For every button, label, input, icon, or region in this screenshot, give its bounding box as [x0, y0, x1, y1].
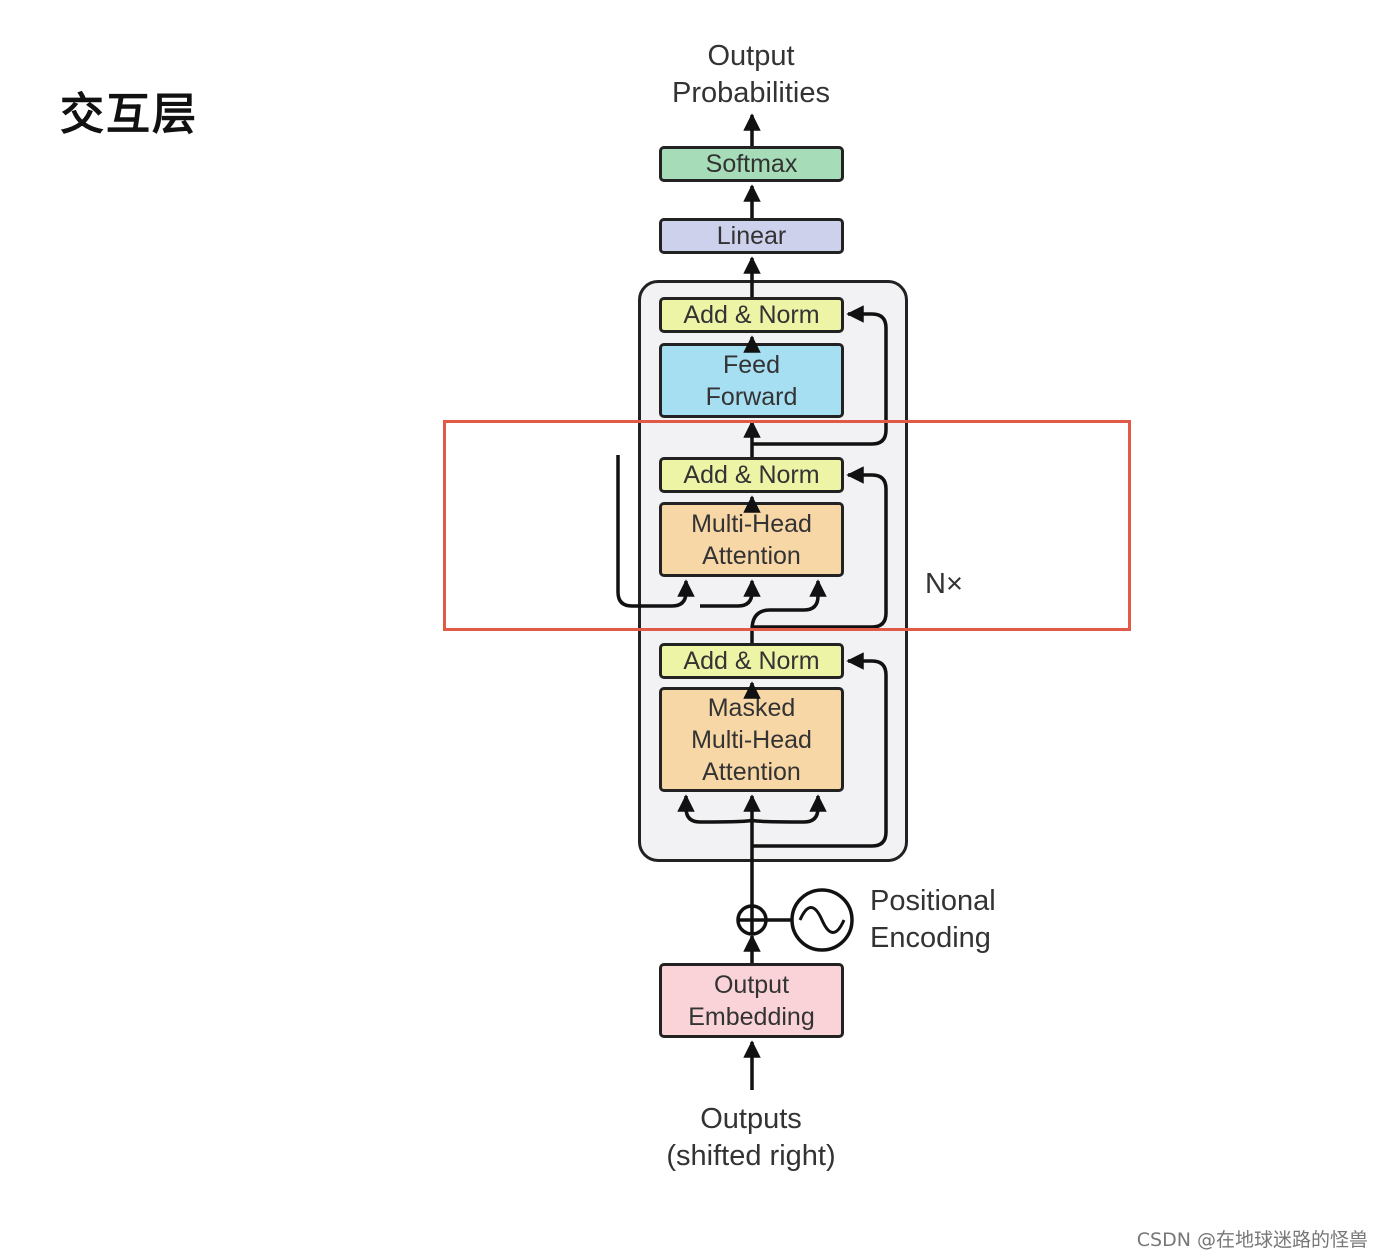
residual-top [752, 305, 888, 446]
add-norm-block-top: Add & Norm [659, 297, 844, 333]
block-label-line: Add & Norm [683, 301, 820, 329]
block-label-line: Forward [705, 382, 798, 411]
nx-label: N× [925, 568, 963, 600]
residual-mid [752, 466, 888, 629]
outputs-shifted-right-label: Outputs (shifted right) [666, 1103, 836, 1172]
block-label-line: Attention [702, 541, 801, 570]
add-norm-block-mid: Add & Norm [659, 457, 844, 493]
block-label-line: Multi-Head [691, 509, 812, 538]
page-title: 交互层 [60, 89, 198, 140]
block-label-line: Add & Norm [683, 461, 820, 489]
block-label-line: Embedding [688, 1002, 815, 1031]
block-label-line: Attention [702, 757, 801, 786]
encoder-branch-2 [700, 579, 761, 608]
block-label-line: Multi-Head [691, 725, 812, 754]
add-norm-block-low: Add & Norm [659, 643, 844, 679]
encoder-branch [616, 455, 695, 608]
block-label-line: Linear [716, 222, 787, 250]
positional-encoding-label: Positional Encoding [870, 885, 996, 954]
masked-branch-right [750, 794, 827, 824]
sine-wave-icon [790, 888, 854, 952]
line-addnorm-to-mha [750, 579, 827, 643]
block-label-line: Add & Norm [683, 647, 820, 675]
output-probabilities-label: Output Probabilities [672, 40, 830, 109]
block-label-line: Softmax [705, 150, 798, 178]
softmax-block: Softmax [659, 146, 844, 182]
block-label-line: Output [713, 970, 790, 999]
watermark: CSDN @在地球迷路的怪兽 [1136, 1229, 1368, 1251]
residual-low [752, 652, 888, 848]
linear-block: Linear [659, 218, 844, 254]
block-label-line: Feed [723, 350, 780, 379]
masked-branch-left [677, 794, 754, 824]
